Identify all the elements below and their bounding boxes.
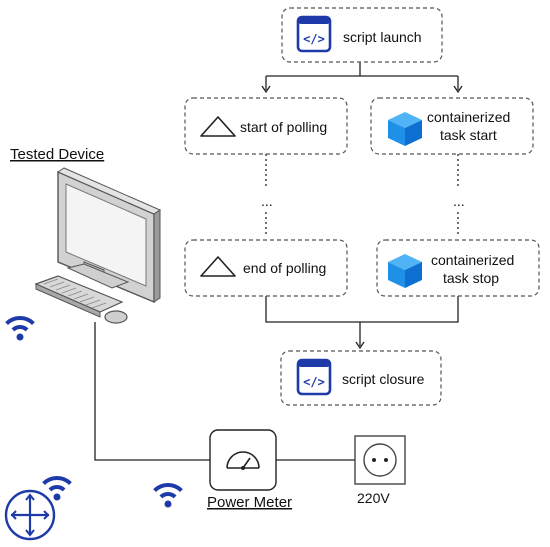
node-end-of-polling: end of polling — [184, 239, 348, 297]
connector-lines — [94, 62, 463, 461]
svg-text:</>: </> — [303, 32, 325, 46]
task-start-label-line2: task start — [440, 127, 497, 143]
code-icon: </> — [296, 15, 332, 53]
cube-icon — [388, 112, 422, 146]
power-outlet-icon — [354, 435, 406, 485]
node-start-of-polling: start of polling — [184, 97, 348, 155]
end-of-polling-label: end of polling — [243, 260, 326, 276]
code-icon: </> — [296, 358, 332, 396]
power-meter-label: Power Meter — [207, 494, 292, 511]
start-of-polling-label: start of polling — [240, 119, 327, 135]
ellipsis-left: ... — [261, 193, 273, 209]
triangle-icon — [200, 256, 236, 277]
gauge-icon — [226, 451, 260, 470]
task-start-label-line1: containerized — [427, 109, 510, 125]
task-stop-label-line2: task stop — [443, 270, 499, 286]
ellipsis-right: ... — [453, 193, 465, 209]
task-stop-label-line1: containerized — [431, 252, 514, 268]
script-launch-label: script launch — [343, 29, 422, 45]
outlet-voltage-label: 220V — [357, 490, 390, 506]
cube-icon — [388, 254, 422, 288]
tested-device-label: Tested Device — [10, 146, 104, 163]
wifi-icon — [5, 316, 35, 341]
wifi-icon — [153, 483, 183, 508]
wifi-icon — [42, 476, 72, 501]
svg-text:</>: </> — [303, 375, 325, 389]
triangle-icon — [200, 116, 236, 137]
script-closure-label: script closure — [342, 371, 425, 387]
power-meter — [209, 429, 277, 491]
node-script-closure: </> script closure — [280, 350, 442, 406]
node-script-launch: </> script launch — [281, 7, 443, 63]
node-task-start: containerized task start — [370, 97, 534, 155]
computer-icon — [34, 167, 162, 324]
node-task-stop: containerized task stop — [376, 239, 540, 297]
router-icon — [4, 489, 56, 541]
